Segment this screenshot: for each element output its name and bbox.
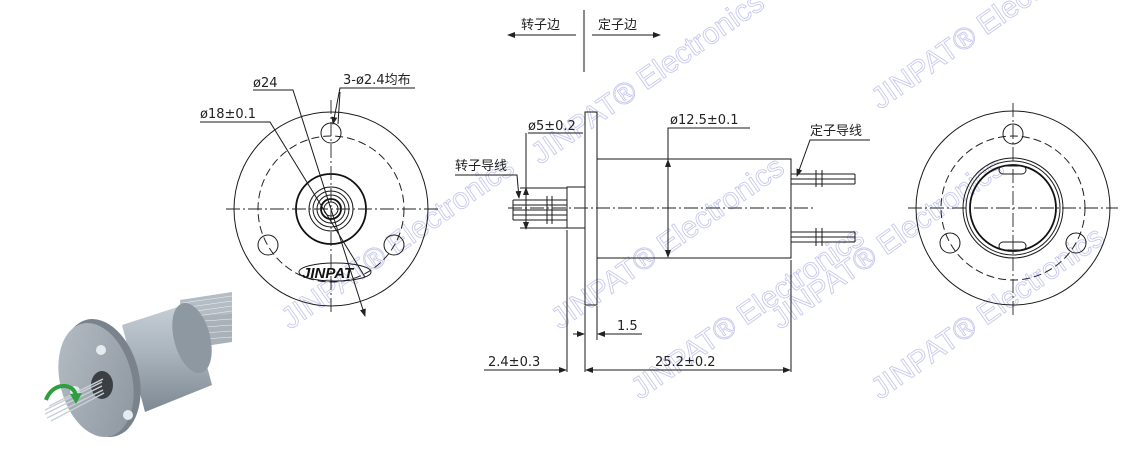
svg-text:JINPAT® Electronics: JINPAT® Electronics — [525, 0, 770, 171]
watermark-layer: JINPAT® Electronics JINPAT® Electronics … — [275, 0, 1111, 406]
side-view: ø5±0.2 转子导线 ø12.5±0.1 定子导线 1.5 2.4±0.3 2… — [455, 111, 870, 373]
rotor-leads — [512, 196, 567, 224]
dim-pcd: ø18±0.1 — [200, 107, 256, 122]
dim-body-length: 25.2±0.2 — [655, 355, 716, 370]
dim-outer-dia: ø24 — [253, 76, 278, 91]
jinpat-logo: JINPAT — [302, 265, 355, 282]
product-3d-render — [44, 292, 233, 437]
front-view: JINPAT ø24 ø18±0.1 3-ø2.4均布 — [200, 73, 438, 317]
dim-body-dia: ø12.5±0.1 — [670, 113, 738, 128]
stator-side-label: 定子边 — [598, 18, 637, 33]
svg-text:JINPAT® Electronics: JINPAT® Electronics — [865, 0, 1110, 116]
stator-leads-label: 定子导线 — [810, 124, 862, 139]
rear-view — [908, 103, 1118, 315]
rotor-side-label: 转子边 — [521, 18, 560, 33]
rotor-leads-label: 转子导线 — [455, 159, 507, 174]
dim-flange-thickness: 1.5 — [617, 319, 638, 334]
rotation-arrow-icon — [44, 384, 78, 401]
side-indicator: 转子边 定子边 — [507, 10, 661, 72]
dim-shaft-protrusion: 2.4±0.3 — [488, 355, 540, 370]
dim-mounting-holes: 3-ø2.4均布 — [343, 73, 411, 88]
dim-shaft-dia: ø5±0.2 — [528, 119, 576, 134]
